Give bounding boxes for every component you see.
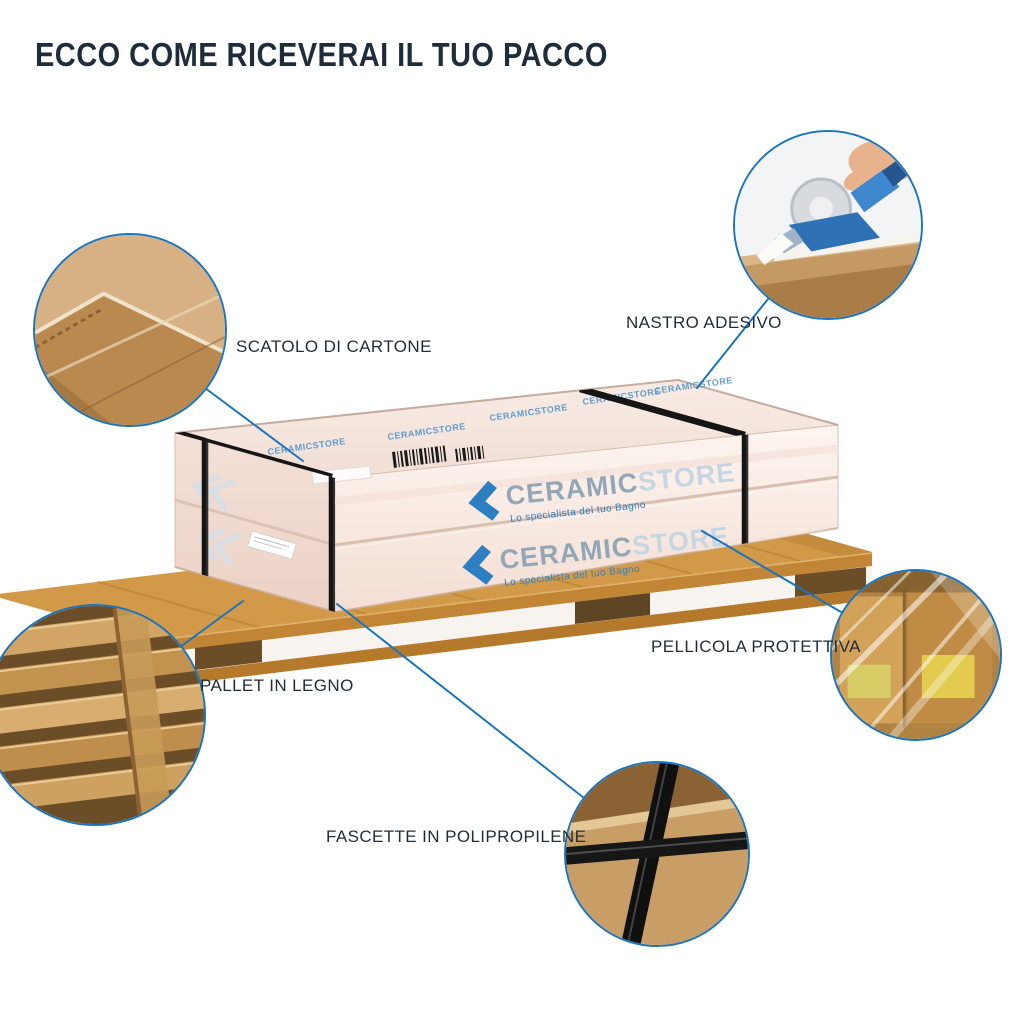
connector-line-film <box>701 530 842 613</box>
cardboard-photo-art <box>35 235 225 425</box>
connector-line-straps <box>336 603 585 799</box>
callout-photo-cardboard <box>33 233 227 427</box>
chevron-logo-icon <box>462 544 494 585</box>
tape-photo-art <box>735 132 921 318</box>
label-cardboard: SCATOLO DI CARTONE <box>236 337 432 356</box>
callout-photo-pallet <box>0 604 206 826</box>
connector-line-tape <box>696 298 769 389</box>
page-title: ECCO COME RICEVERAI IL TUO PACCO <box>35 36 608 73</box>
straps-photo-art <box>566 763 748 945</box>
pallet-photo-art <box>0 606 204 824</box>
label-tape: NASTRO ADESIVO <box>626 313 782 332</box>
connector-lines <box>179 298 842 799</box>
callout-photo-straps <box>564 761 750 947</box>
barcode-marks <box>392 445 485 468</box>
label-film: PELLICOLA PROTETTIVA <box>651 637 861 656</box>
callout-photo-tape <box>733 130 923 320</box>
label-pallet: PALLET IN LEGNO <box>200 676 354 695</box>
shipping-labels <box>246 465 372 560</box>
connector-line-cardboard <box>204 387 304 462</box>
label-straps: FASCETTE IN POLIPROPILENE <box>326 827 587 846</box>
strap-lines <box>175 385 749 612</box>
box-seam-end <box>174 498 336 547</box>
connector-line-pallet <box>179 600 244 648</box>
chevron-logo-icon <box>468 480 500 521</box>
package-graphic: CERAMICSTORE CERAMICSTORE CERAMICSTORE C… <box>174 375 839 614</box>
box-seam-front <box>334 475 839 547</box>
